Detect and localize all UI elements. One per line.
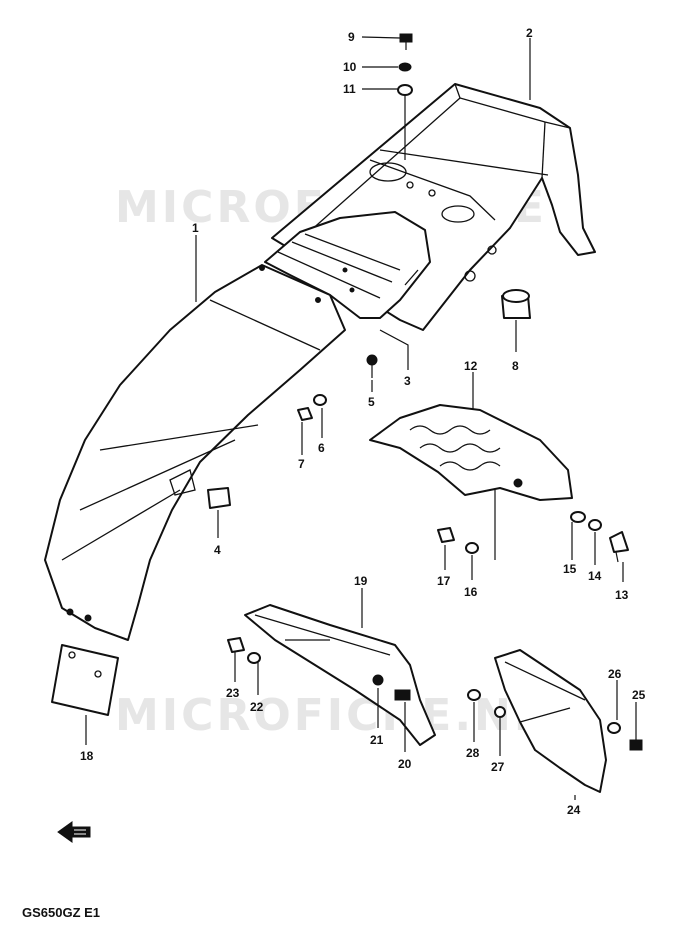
callout-26: 26: [608, 667, 622, 681]
callout-22: 22: [250, 700, 264, 714]
callout-27: 27: [491, 760, 505, 774]
callout-5: 5: [368, 395, 375, 409]
callout-3: 3: [404, 374, 411, 388]
callout-4: 4: [214, 543, 221, 557]
callout-10: 10: [343, 60, 357, 74]
part-9-screw: [399, 33, 413, 50]
callout-13: 13: [615, 588, 629, 602]
part-18-plate: [51, 644, 119, 716]
part-15-washer: [570, 511, 586, 523]
callout-1: 1: [192, 221, 199, 235]
leader-lines: [85, 36, 637, 800]
part-5-bolt: [366, 354, 378, 378]
callout-17: 17: [437, 574, 451, 588]
part-7-nut: [297, 407, 313, 421]
part-24-bracket-right: [494, 649, 607, 793]
part-12-mudguard: [369, 404, 573, 501]
callout-28: 28: [466, 746, 480, 760]
callout-18: 18: [80, 749, 94, 763]
callout-15: 15: [563, 562, 577, 576]
callout-16: 16: [464, 585, 478, 599]
callout-21: 21: [370, 733, 384, 747]
callout-20: 20: [398, 757, 412, 771]
callout-2: 2: [526, 26, 533, 40]
part-23-nut: [227, 637, 245, 653]
callout-23: 23: [226, 686, 240, 700]
part-17-nut: [437, 527, 455, 543]
part-22-washer: [247, 652, 261, 664]
part-8-grommet: [501, 289, 531, 319]
callout-14: 14: [588, 569, 602, 583]
part-16-washer: [465, 542, 479, 554]
footer-model-code: GS650GZ E1: [22, 905, 100, 920]
part-26-washer: [607, 722, 621, 734]
callout-25: 25: [632, 688, 646, 702]
part-14-washer: [588, 519, 602, 531]
callout-12: 12: [464, 359, 478, 373]
callout-6: 6: [318, 441, 325, 455]
part-25-bolt: [629, 739, 643, 751]
callout-24: 24: [567, 803, 581, 817]
part-28-washer: [467, 689, 481, 701]
callout-9: 9: [348, 30, 355, 44]
front-direction-arrow-icon: [57, 821, 91, 843]
callout-8: 8: [512, 359, 519, 373]
part-27-washer: [494, 706, 506, 718]
part-13-bolt: [609, 531, 629, 563]
callout-7: 7: [298, 457, 305, 471]
part-1-rear-fender: [44, 264, 346, 641]
callout-19: 19: [354, 574, 368, 588]
part-19-bracket-left: [244, 604, 436, 746]
callout-11: 11: [343, 82, 356, 96]
part-11-washer: [397, 84, 413, 96]
part-10-nut: [398, 62, 412, 72]
part-6-washer: [313, 394, 327, 406]
part-4-grommet: [207, 487, 231, 509]
